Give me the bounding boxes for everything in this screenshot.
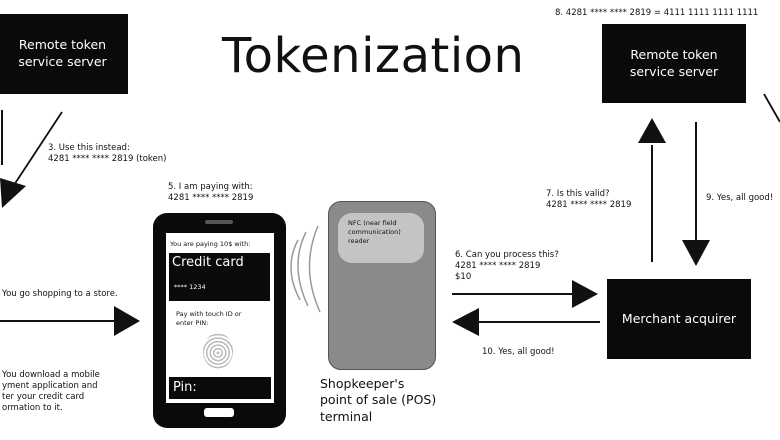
- phone-speaker: [205, 220, 233, 224]
- step8-label: 8. 4281 **** **** 2819 = 4111 1111 1111 …: [555, 8, 759, 18]
- arrowhead-step3: [0, 178, 26, 208]
- touch-id-prompt: Pay with touch ID or enter PIN:: [176, 310, 242, 327]
- credit-card-panel[interactable]: [169, 253, 270, 301]
- nfc-reader-label: NFC (near field communication) reader: [348, 219, 401, 245]
- arrowhead-shop: [114, 306, 140, 336]
- phone-home-button[interactable]: [204, 408, 234, 417]
- pin-field[interactable]: Pin:: [169, 377, 271, 399]
- nfc-wave-2: [297, 231, 309, 307]
- nfc-wave-1: [290, 239, 301, 301]
- nfc-wave-3: [308, 225, 321, 313]
- shopping-label: You go shopping to a store.: [2, 289, 118, 299]
- credit-card-title: Credit card: [172, 255, 244, 270]
- step6-label: 6. Can you process this? 4281 **** **** …: [455, 250, 559, 283]
- step5-label: 5. I am paying with: 4281 **** **** 2819: [168, 182, 254, 204]
- remote-token-server-left: Remote token service server: [0, 14, 128, 94]
- page-title: Tokenization: [222, 28, 525, 84]
- arrow-step3: [13, 111, 63, 186]
- merchant-acquirer-box: Merchant acquirer: [607, 279, 751, 359]
- step10-label: 10. Yes, all good!: [482, 347, 555, 357]
- remote-token-server-right: Remote token service server: [602, 24, 746, 103]
- arrowhead-step10: [452, 308, 479, 336]
- phone-paying-text: You are paying 10$ with:: [170, 240, 251, 248]
- credit-card-number: **** 1234: [174, 283, 206, 291]
- pin-label: Pin:: [173, 380, 197, 395]
- arrowhead-step6: [572, 280, 598, 308]
- nfc-reader: [338, 213, 424, 263]
- arrowhead-step9: [682, 240, 710, 266]
- arrowhead-step7: [638, 118, 666, 143]
- step3-label: 3. Use this instead: 4281 **** **** 2819…: [48, 143, 167, 165]
- step9-label: 9. Yes, all good!: [706, 193, 774, 203]
- download-label: You download a mobile yment application …: [2, 370, 100, 414]
- fingerprint-icon[interactable]: [203, 333, 233, 369]
- pos-terminal-caption: Shopkeeper's point of sale (POS) termina…: [320, 376, 437, 424]
- step7-label: 7. Is this valid? 4281 **** **** 2819: [546, 189, 632, 211]
- arrow-right-diagonal: [763, 93, 780, 123]
